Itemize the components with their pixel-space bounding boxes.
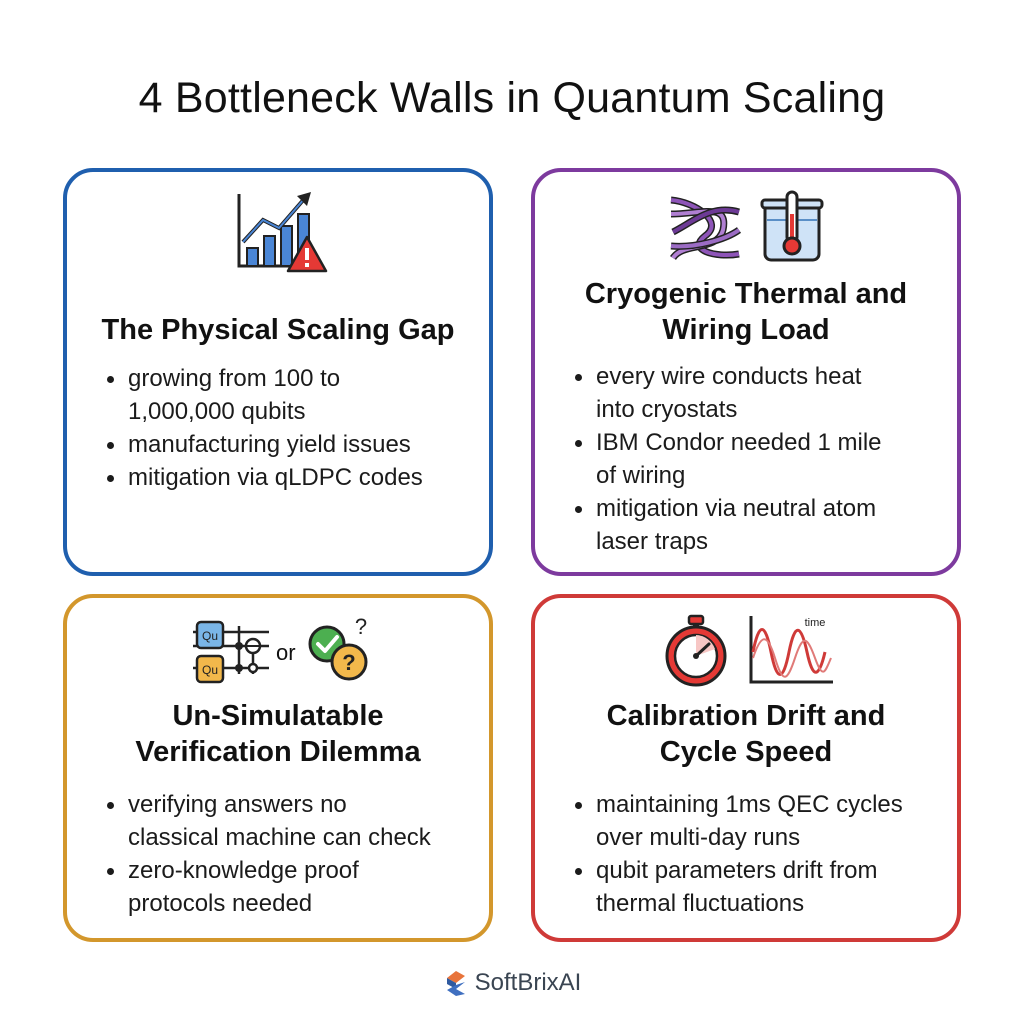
qubit-label: Qu xyxy=(202,663,218,677)
bullet-item: every wire conducts heat into cryostats xyxy=(571,360,943,426)
card-title: The Physical Scaling Gap xyxy=(101,314,455,346)
quantum-circuit-icon: Qu Qu xyxy=(193,620,269,684)
bullet-item: qubit parameters drift from thermal fluc… xyxy=(571,854,943,920)
bullet-item: mitigation via neutral atom laser traps xyxy=(571,492,943,558)
bullet-list: maintaining 1ms QEC cycles over multi-da… xyxy=(571,788,943,920)
card-title: Cryogenic Thermal and Wiring Load xyxy=(584,278,908,346)
card-cryogenic-thermal-wiring: Cryogenic Thermal and Wiring Load every … xyxy=(531,168,961,576)
brand-footer: SoftBrixAI xyxy=(0,968,1024,998)
check-question-icon: ? ? xyxy=(308,616,368,681)
or-connector: or xyxy=(276,640,296,665)
softbrix-logo-icon xyxy=(446,971,465,996)
bullet-item: maintaining 1ms QEC cycles over multi-da… xyxy=(571,788,943,854)
stopwatch-icon xyxy=(665,614,727,687)
tangled-wires-icon xyxy=(670,196,742,261)
card-verification-dilemma: Qu Qu or ? ? Un-Simulatable Verification… xyxy=(63,594,493,942)
bullet-item: growing from 100 to 1,000,000 qubits xyxy=(103,362,475,428)
bullet-item: verifying answers no classical machine c… xyxy=(103,788,475,854)
bullet-item: mitigation via qLDPC codes xyxy=(103,461,475,494)
time-axis-label: time xyxy=(805,617,826,629)
bullet-list: every wire conducts heat into cryostats … xyxy=(571,360,943,558)
card-title: Un-Simulatable Verification Dilemma xyxy=(135,700,421,768)
bullet-list: growing from 100 to 1,000,000 qubits man… xyxy=(103,362,475,494)
svg-text:?: ? xyxy=(342,650,355,675)
drift-waveform-icon: time xyxy=(749,616,833,684)
bullet-list: verifying answers no classical machine c… xyxy=(103,788,475,920)
page-title: 4 Bottleneck Walls in Quantum Scaling xyxy=(138,74,886,122)
card-title: Calibration Drift and Cycle Speed xyxy=(606,700,886,768)
bullet-item: IBM Condor needed 1 mile of wiring xyxy=(571,426,943,492)
card-physical-scaling-gap: The Physical Scaling Gap growing from 10… xyxy=(63,168,493,576)
brand-name: SoftBrixAI xyxy=(474,969,582,996)
cryostat-thermometer-icon xyxy=(760,190,824,262)
qubit-label: Qu xyxy=(202,629,218,643)
card-calibration-drift: time Calibration Drift and Cycle Speed m… xyxy=(531,594,961,942)
bullet-item: zero-knowledge proof protocols needed xyxy=(103,854,475,920)
warning-icon xyxy=(286,235,328,273)
bullet-item: manufacturing yield issues xyxy=(103,428,475,461)
svg-text:?: ? xyxy=(355,616,367,639)
